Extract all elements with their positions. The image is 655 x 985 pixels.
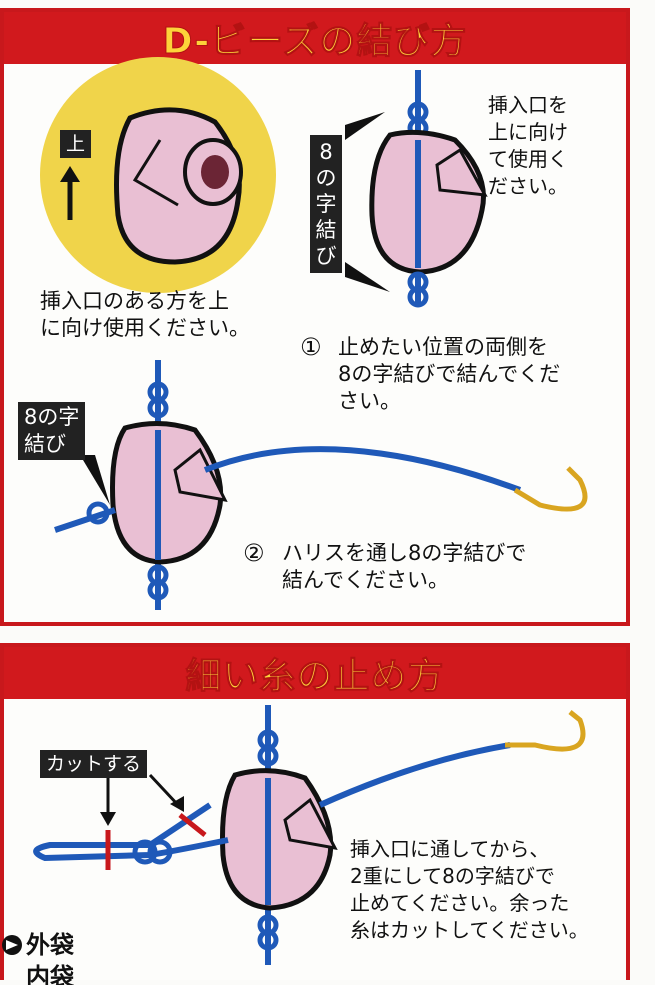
knot-label-vertical: 8 の 字 結 び xyxy=(310,135,342,273)
insert-up-note: 挿入口を 上に向け て使用く ださい。 xyxy=(488,93,568,198)
knot-p2-bottom-icon xyxy=(257,914,279,951)
section2-title: 細い糸の止め方 xyxy=(185,656,445,698)
step1-text: 止めたい位置の両側を 8の字結びで結んでくだ さい。 xyxy=(338,335,561,413)
cut-arrow-icons xyxy=(100,773,184,826)
inner-bag-label: 内袋 xyxy=(26,963,74,985)
pointer-bottom xyxy=(345,262,390,292)
bead-closeup-illustration xyxy=(114,107,243,265)
pointer-side xyxy=(80,455,110,505)
knot-p2-top-icon xyxy=(257,729,279,767)
section1-header: D-ビーズの結び方 xyxy=(4,12,626,64)
section2-header: 細い糸の止め方 xyxy=(4,647,626,699)
up-arrow-icon xyxy=(60,166,80,220)
step1-number: ① xyxy=(300,333,322,361)
bead-p2-illustration xyxy=(220,768,338,911)
fish-hook-icon xyxy=(513,466,588,512)
p2-instruction: 挿入口に通してから、 2重にして8の字結びで 止めてください。余った 糸はカット… xyxy=(350,837,589,942)
insert-note: 挿入口のある方を上 に向け使用ください。 xyxy=(40,289,250,340)
knot-bottom-icon xyxy=(407,271,429,308)
knot-mid-top-icon xyxy=(147,381,169,419)
cut-label: カットする xyxy=(40,750,148,778)
doubled-line xyxy=(33,802,229,862)
up-label: 上 xyxy=(60,130,92,158)
outer-bag-label: 外袋 xyxy=(26,931,74,959)
leader-line-p2 xyxy=(318,742,511,808)
pointer-top xyxy=(345,112,385,140)
knot-mid-bottom-icon xyxy=(147,564,169,601)
cut-mark-icons xyxy=(105,813,207,870)
step2-number: ② xyxy=(243,539,265,567)
step2-text: ハリスを通し8の字結びで 結んでください。 xyxy=(282,541,527,592)
footer-arrow-icon xyxy=(2,935,22,955)
bead-vertical-illustration xyxy=(369,129,488,275)
knot-p2-side-icon xyxy=(132,839,173,865)
bead-middle-illustration xyxy=(110,420,228,565)
knot-label-box: 8の字 結び xyxy=(18,402,86,460)
section1-title: D-ビーズの結び方 xyxy=(162,21,468,63)
fish-hook-p2-icon xyxy=(505,710,586,752)
knot-side-icon xyxy=(86,501,110,525)
